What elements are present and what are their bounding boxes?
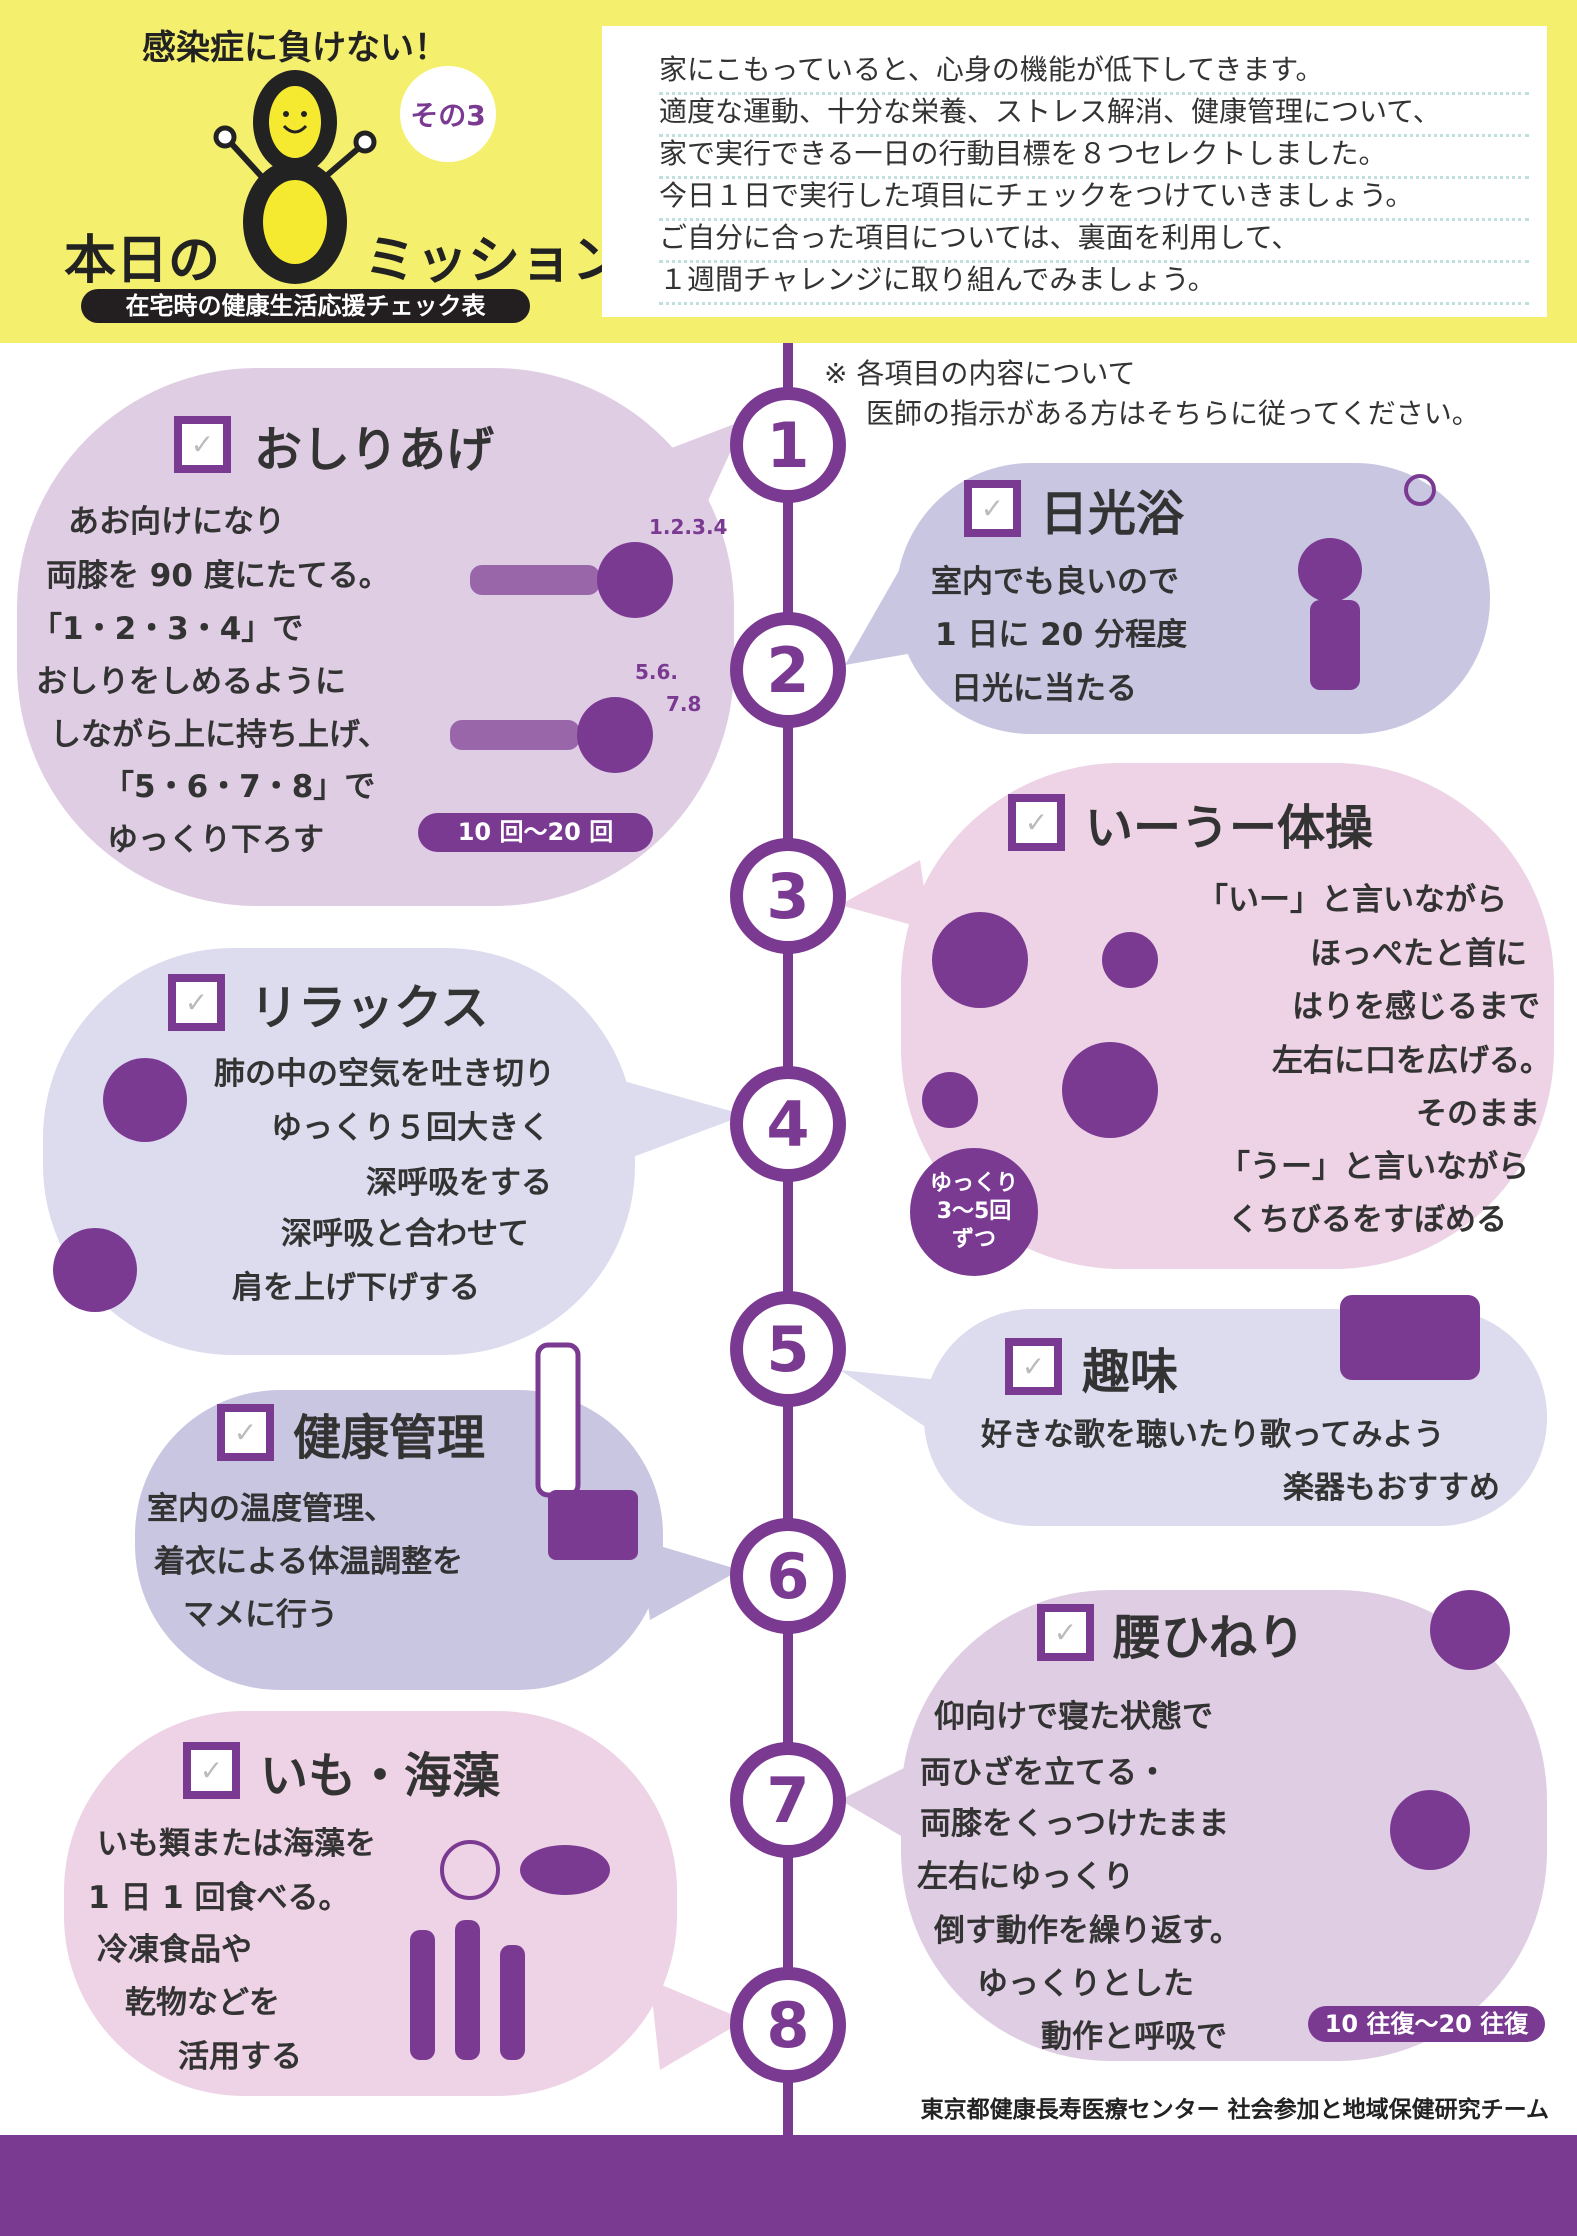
mission-8-text: 活用する [178,2039,302,2075]
mission-4-checkbox[interactable]: ✓ [168,974,225,1031]
mission-7-text: ゆっくりとした [977,1966,1194,2002]
mission-3-checkbox[interactable]: ✓ [1008,794,1065,851]
intro-line: １週間チャレンジに取り組んでみましょう。 [659,258,1529,305]
mission-2-text: 室内でも良いので [931,564,1179,600]
mission-8-title: いも・海藻 [260,1748,501,1804]
mission-number-2: 2 [730,612,846,728]
mission-number-3: 3 [730,838,846,954]
mission-1-text: あお向けになり [68,504,285,540]
slogan: 感染症に負けない！ [142,28,448,68]
title-left: 本日の [64,231,221,291]
mission-2-text: 1 日に 20 分程度 [935,617,1188,653]
intro-line: 今日１日で実行した項目にチェックをつけていきましょう。 [659,174,1529,221]
mission-3-text: そのまま [1416,1096,1540,1132]
mission-number-7: 7 [730,1742,846,1858]
mission-5-checkbox[interactable]: ✓ [1005,1338,1062,1395]
timeline-line [783,343,793,2135]
intro-line: 適度な運動、十分な栄養、ストレス解消、健康管理について、 [659,90,1529,137]
mission-7-text: 倒す動作を繰り返す。 [934,1913,1241,1949]
mission-3-text: 「いー」と言いながら [1197,882,1507,918]
mission-5-text: 好きな歌を聴いたり歌ってみよう [981,1417,1445,1453]
mission-number-8: 8 [730,1967,846,2083]
mission-number-1: 1 [730,387,846,503]
bubble-7 [901,1590,1547,2061]
mission-1-text: ゆっくり下ろす [107,822,324,858]
mission-6-text: 着衣による体温調整を [154,1544,464,1580]
header-banner: 感染症に負けない！ その3 本日の ミッション 在宅時の健康生活応援チェック表 … [0,0,1577,343]
badge-line: 3〜5回 [936,1199,1012,1224]
mission-8-checkbox[interactable]: ✓ [183,1742,240,1799]
mission-4-text: ゆっくり５回大きく [271,1110,550,1146]
bubble-4 [43,948,635,1355]
mission-1-text: 「1・2・3・4」で [31,611,304,647]
mission-6-title: 健康管理 [293,1410,486,1466]
subtitle-pill: 在宅時の健康生活応援チェック表 [81,289,530,323]
exercise-illustrations [53,474,1510,2060]
bubble-3 [901,763,1554,1269]
mission-number-4: 4 [730,1066,846,1182]
mission-3-text: 「うー」と言いながら [1219,1149,1529,1185]
mascot-eight-icon [213,70,377,284]
mission-7-text: 動作と呼吸で [1041,2019,1227,2055]
mission-5-title: 趣味 [1082,1344,1179,1400]
mission-2-checkbox[interactable]: ✓ [964,480,1021,537]
mission-3-text: くちびるをすぼめる [1228,1202,1507,1238]
mission-3-text: ほっぺたと首に [1310,936,1527,972]
mission-8-text: 乾物などを [125,1985,280,2021]
mission-1-title: おしりあげ [254,422,495,478]
intro-line: ご自分に合った項目については、裏面を利用して、 [659,216,1529,263]
mission-6-text: 室内の温度管理、 [147,1491,395,1527]
mission-7-reps-badge: 10 往復〜20 往復 [1308,2006,1545,2042]
count-label: 5.6. [635,660,679,684]
bubble-6 [135,1390,663,1690]
mission-7-text: 両ひざを立てる・ [920,1755,1168,1791]
mission-3-reps-badge: ゆっくり 3〜5回 ずつ [910,1148,1038,1276]
mission-1-text: 「5・6・7・8」で [103,769,376,805]
mission-8-text: 1 日 1 回食べる。 [88,1880,350,1916]
mission-5-text: 楽器もおすすめ [1283,1470,1500,1506]
mission-7-text: 仰向けで寝た状態で [934,1699,1213,1735]
note-line: 医師の指示がある方はそちらに従ってください。 [866,397,1480,430]
mission-7-title: 腰ひねり [1113,1610,1306,1666]
mission-1-text: 両膝を 90 度にたてる。 [46,558,390,594]
mission-6-text: マメに行う [183,1597,338,1633]
mission-4-text: 肺の中の空気を吐き切り [214,1056,555,1092]
mission-1-reps-badge: 10 回〜20 回 [418,813,653,852]
count-label: 7.8 [666,692,702,716]
note-line: ※ 各項目の内容について [824,357,1136,390]
mission-8-text: 冷凍食品や [97,1932,252,1968]
mission-7-text: 左右にゆっくり [917,1859,1134,1895]
mission-3-text: はりを感じるまで [1292,989,1540,1025]
mission-1-checkbox[interactable]: ✓ [174,416,231,473]
mission-7-text: 両膝をくっつけたまま [920,1806,1230,1842]
mission-6-checkbox[interactable]: ✓ [217,1404,274,1461]
mission-4-text: 深呼吸をする [366,1165,552,1201]
title-right: ミッション [364,231,625,291]
mission-4-title: リラックス [250,980,489,1036]
badge-line: ずつ [951,1227,996,1252]
mission-number-5: 5 [730,1291,846,1407]
mission-2-title: 日光浴 [1040,486,1185,542]
mission-2-text: 日光に当たる [951,671,1137,707]
mission-4-text: 肩を上げ下げする [232,1270,480,1306]
mission-4-text: 深呼吸と合わせて [281,1216,529,1252]
count-label: 1.2.3.4 [649,515,728,539]
intro-line: 家で実行できる一日の行動目標を８つセレクトしました。 [659,132,1529,179]
badge-line: ゆっくり [929,1171,1018,1196]
mission-1-text: おしりをしめるように [36,664,346,700]
mission-8-text: いも類または海藻を [97,1826,376,1862]
credit-text: 東京都健康長寿医療センター 社会参加と地域保健研究チーム [920,2097,1549,2123]
mission-7-checkbox[interactable]: ✓ [1037,1604,1094,1661]
mission-3-text: 左右に口を広げる。 [1272,1043,1551,1079]
intro-box: 家にこもっていると、心身の機能が低下してきます。 適度な運動、十分な栄養、ストレ… [602,26,1547,317]
mission-number-6: 6 [730,1518,846,1634]
bubble-1 [17,368,734,906]
footer-band [0,2135,1577,2236]
intro-line: 家にこもっていると、心身の機能が低下してきます。 [659,48,1529,95]
part-number-badge: その3 [400,66,496,162]
mission-3-title: いーうー体操 [1085,800,1374,856]
mission-1-text: しながら上に持ち上げ、 [50,717,389,753]
